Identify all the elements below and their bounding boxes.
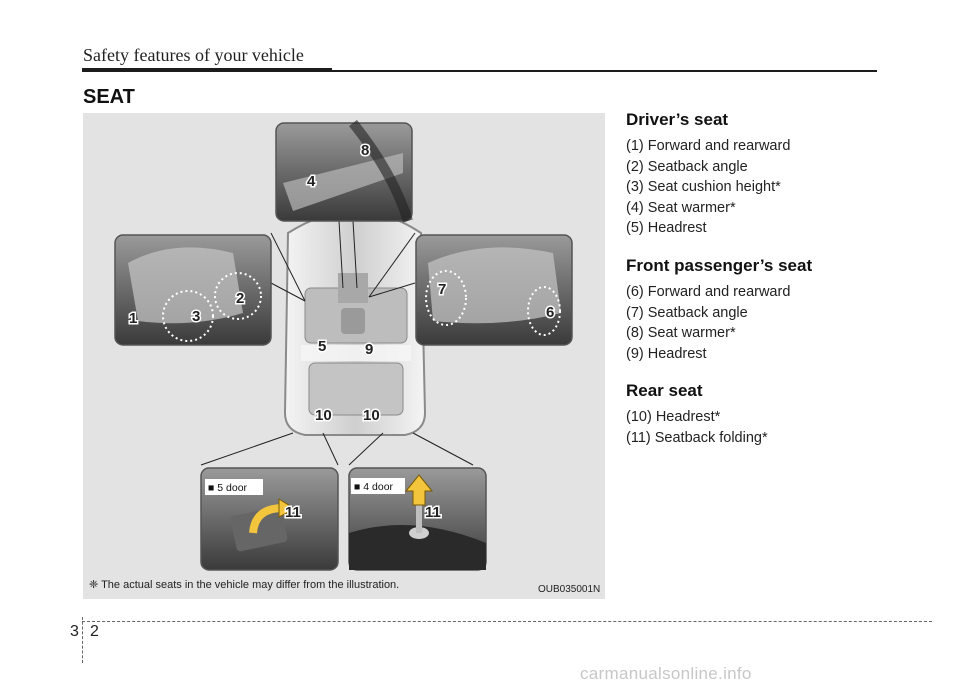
callout-5: 5 — [318, 338, 326, 355]
legend-item: (10) Headrest* — [626, 409, 721, 426]
callout-4: 4 — [307, 173, 316, 190]
rear-seat-heading: Rear seat — [626, 381, 703, 401]
illustration-note: ❈ The actual seats in the vehicle may di… — [89, 579, 400, 591]
callout-3: 3 — [192, 308, 200, 325]
legend-item: (11) Seatback folding* — [626, 429, 768, 446]
callout-numbers: 1 2 3 4 5 6 7 8 9 10 10 11 11 — [128, 141, 556, 523]
image-code: OUB035001N — [538, 584, 601, 595]
callout-11-5door: 11 — [285, 504, 301, 521]
header-rule-thick — [82, 68, 332, 72]
seat-legend: Driver’s seat (1) Forward and rearward (… — [626, 110, 926, 449]
car-top-view — [283, 209, 427, 436]
callout-9: 9 — [365, 341, 373, 358]
legend-item: (1) Forward and rearward — [626, 138, 791, 154]
legend-item: (8) Seat warmer* — [626, 325, 736, 342]
callout-10-left: 10 — [315, 407, 332, 424]
inset-4-door: ■ 4 door — [348, 467, 487, 571]
callout-7: 7 — [438, 281, 446, 298]
inset-5-door: ■ 5 door — [200, 467, 339, 571]
tag-4-door: ■ 4 door — [354, 481, 394, 493]
seat-illustration-drawing: ■ 5 door ■ 4 door 1 2 3 4 5 6 7 8 9 10 1… — [114, 119, 573, 571]
chapter-number: 3 — [70, 623, 79, 640]
inset-passenger-seat — [415, 234, 573, 346]
section-heading: SEAT — [83, 86, 135, 108]
header-title: Safety features of your vehicle — [83, 45, 304, 65]
header-rule-thin — [332, 70, 877, 72]
legend-item: (3) Seat cushion height* — [626, 179, 781, 196]
footer-dashed-divider — [82, 617, 83, 663]
legend-item: (9) Headrest — [626, 345, 707, 362]
tag-5-door: ■ 5 door — [208, 482, 248, 494]
inset-seat-warmer — [275, 119, 413, 223]
seat-illustration: ■ 5 door ■ 4 door 1 2 3 4 5 6 7 8 9 10 1… — [83, 113, 605, 599]
passenger-seat-heading: Front passenger’s seat — [626, 255, 813, 275]
inset-drivers-seat — [114, 234, 272, 346]
leader-lines — [200, 220, 474, 466]
legend-item: (5) Headrest — [626, 220, 707, 237]
callout-1: 1 — [129, 310, 137, 327]
callout-6: 6 — [546, 304, 554, 321]
legend-item: (2) Seatback angle — [626, 158, 748, 175]
legend-item: (4) Seat warmer* — [626, 199, 736, 216]
footer-dashed-rule — [82, 621, 932, 622]
callout-8: 8 — [361, 142, 369, 159]
callout-2: 2 — [236, 290, 244, 307]
callout-10-right: 10 — [363, 407, 380, 424]
page-number: 2 — [90, 623, 99, 640]
drivers-seat-heading: Driver’s seat — [626, 110, 729, 129]
legend-item: (6) Forward and rearward — [626, 283, 791, 300]
legend-item: (7) Seatback angle — [626, 304, 748, 321]
callout-11-4door: 11 — [425, 504, 441, 521]
watermark: carmanualsonline.info — [580, 664, 752, 683]
